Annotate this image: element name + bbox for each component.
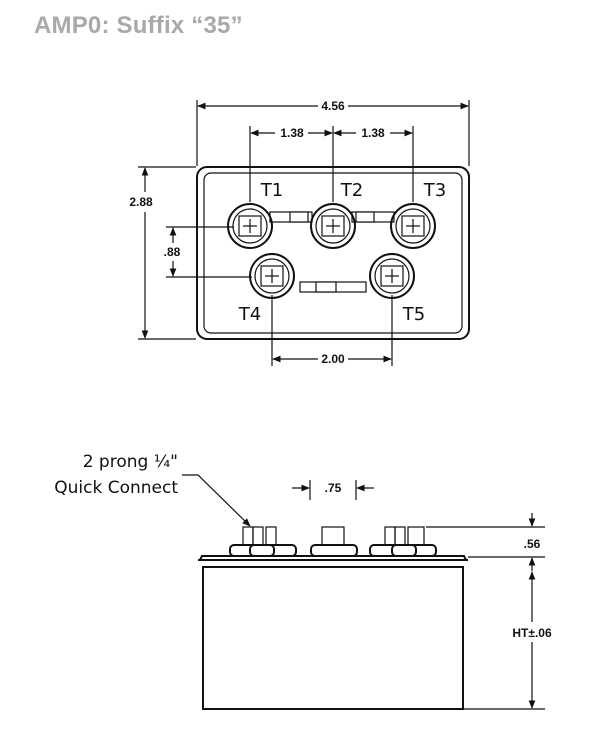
terminal-height-dimension: .56 xyxy=(426,513,545,571)
terminal-T2 xyxy=(310,203,356,249)
terminal-label-T3: T3 xyxy=(423,180,446,201)
height-dimension: 2.88 xyxy=(129,166,196,340)
terminal-label-T1: T1 xyxy=(260,180,283,201)
bottom-spacing-label: 2.00 xyxy=(321,352,345,366)
height-dim-label: 2.88 xyxy=(129,195,153,209)
spacing-right-label: 1.38 xyxy=(361,126,385,140)
prong-spacing-dimension: .75 xyxy=(292,480,374,500)
prong-spacing-label: .75 xyxy=(325,481,342,495)
bottom-spacing-dimension: 2.00 xyxy=(271,295,393,366)
callout-leader xyxy=(182,474,251,527)
side-terminal-center xyxy=(310,526,358,557)
terminal-height-label: .56 xyxy=(524,537,541,551)
terminal-spacing-dimensions: 1.38 1.38 xyxy=(249,126,414,202)
body-height-label: HT±.06 xyxy=(512,626,552,640)
page-title: AMP0: Suffix “35” xyxy=(34,12,243,39)
top-view: 4.56 1.38 1.38 2.88 .88 xyxy=(129,99,470,366)
can-body xyxy=(202,566,464,710)
callout-line-1: 2 prong ¼" xyxy=(83,452,178,472)
side-view: 2 prong ¼" Quick Connect .75 xyxy=(54,452,552,710)
row-offset-dimension: .88 xyxy=(164,226,252,278)
body-height-dimension: HT±.06 xyxy=(464,571,552,710)
spacing-left-label: 1.38 xyxy=(280,126,304,140)
terminal-T4 xyxy=(249,253,295,299)
width-dim-label: 4.56 xyxy=(321,99,345,113)
row-offset-label: .88 xyxy=(164,245,181,259)
terminal-label-T5: T5 xyxy=(402,304,425,325)
side-terminal-left xyxy=(229,526,297,557)
terminal-T1 xyxy=(227,203,273,249)
terminal-T5 xyxy=(369,253,415,299)
terminal-T3 xyxy=(390,203,436,249)
width-dimension: 4.56 xyxy=(196,99,470,166)
terminal-label-T2: T2 xyxy=(340,180,363,201)
connector-links xyxy=(269,211,395,293)
terminal-label-T4: T4 xyxy=(238,304,261,325)
callout-line-2: Quick Connect xyxy=(54,478,178,498)
side-terminal-right xyxy=(369,526,437,557)
